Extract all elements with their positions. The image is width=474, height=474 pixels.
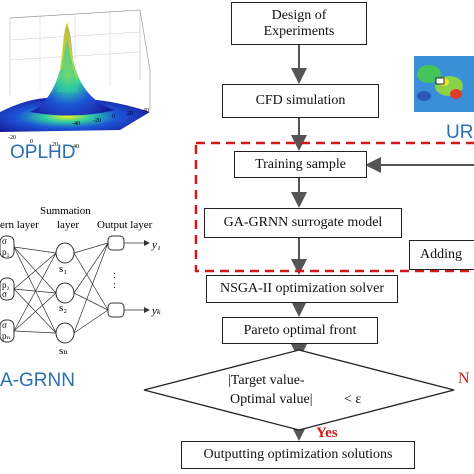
- tick-label: 40: [143, 108, 149, 114]
- grnn-caption: A-GRNN: [0, 370, 75, 391]
- training-sample-label: Training sample: [255, 156, 346, 172]
- cfd-simulation-label: CFD simulation: [255, 93, 346, 108]
- ur-flow-field-image: [414, 56, 474, 112]
- yes-label: Yes: [316, 425, 338, 441]
- output-dots: :: [113, 270, 116, 281]
- pattern-node-label: p₂: [2, 280, 10, 290]
- design-of-experiments-box: Design of Experiments: [231, 2, 367, 45]
- output-layer-label: Output layer: [97, 219, 153, 231]
- output-label: yₖ: [151, 305, 161, 317]
- oplhd-caption: OPLHD: [10, 142, 76, 163]
- tick-label: 20: [127, 111, 133, 117]
- decision-diamond: [143, 349, 455, 431]
- tick-label: 20: [52, 142, 58, 148]
- output-label: y₁: [151, 239, 161, 251]
- summation-layer-label-2: layer: [57, 219, 79, 231]
- surrogate-model-label: GA-GRNN surrogate model: [223, 215, 383, 230]
- tick-label: -20: [93, 118, 101, 124]
- nsga-solver-label: NSGA-II optimization solver: [219, 281, 385, 296]
- pareto-front-label: Pareto optimal front: [243, 322, 357, 338]
- training-sample-box: Training sample: [234, 151, 367, 178]
- surrogate-model-box: GA-GRNN surrogate model: [204, 208, 402, 238]
- pattern-node-label: σ: [2, 289, 7, 299]
- output-dots: :: [113, 280, 116, 291]
- pareto-front-box: Pareto optimal front: [222, 317, 378, 344]
- pattern-node-label: σ: [2, 236, 7, 246]
- pattern-node-label: p₁: [2, 247, 10, 257]
- grnn-network-diagram: ern layer Summation layer Output layer σ…: [0, 205, 161, 357]
- decision-text-lt: < ε: [344, 392, 362, 407]
- pattern-node-label: σ: [2, 320, 7, 330]
- output-solutions-box: Outputting optimization solutions: [181, 441, 415, 469]
- ur-caption: UR: [446, 122, 474, 143]
- nsga-solver-box: NSGA-II optimization solver: [206, 275, 398, 303]
- tick-label: -40: [72, 121, 80, 127]
- sum-node-label: sₙ: [59, 345, 68, 357]
- summation-layer-label: Summation: [40, 205, 91, 217]
- output-solutions-label: Outputting optimization solutions: [203, 447, 393, 462]
- no-label: N: [458, 370, 470, 387]
- sum-node-label: s₂: [59, 302, 67, 314]
- tick-label: 0: [30, 139, 33, 145]
- tick-label: -20: [8, 135, 16, 141]
- pattern-node-label: pₙ: [2, 331, 11, 341]
- design-of-experiments-label: Design of Experiments: [263, 7, 335, 39]
- cfd-simulation-box: CFD simulation: [222, 84, 379, 118]
- tick-label: 0: [112, 114, 115, 120]
- adding-label: Adding: [420, 247, 462, 262]
- oplhd-surface-plot: -40 -20 0 20 40 -20 0 20 40: [0, 9, 151, 150]
- tick-label: 40: [73, 144, 79, 150]
- pattern-layer-label: ern layer: [0, 219, 39, 231]
- decision-text-line1: |Target value-: [228, 373, 305, 388]
- decision-text-line2: Optimal value|: [230, 392, 313, 407]
- adding-box: Adding: [409, 240, 474, 270]
- sum-node-label: s₁: [59, 263, 67, 275]
- surrogate-region-dashed: [194, 141, 474, 273]
